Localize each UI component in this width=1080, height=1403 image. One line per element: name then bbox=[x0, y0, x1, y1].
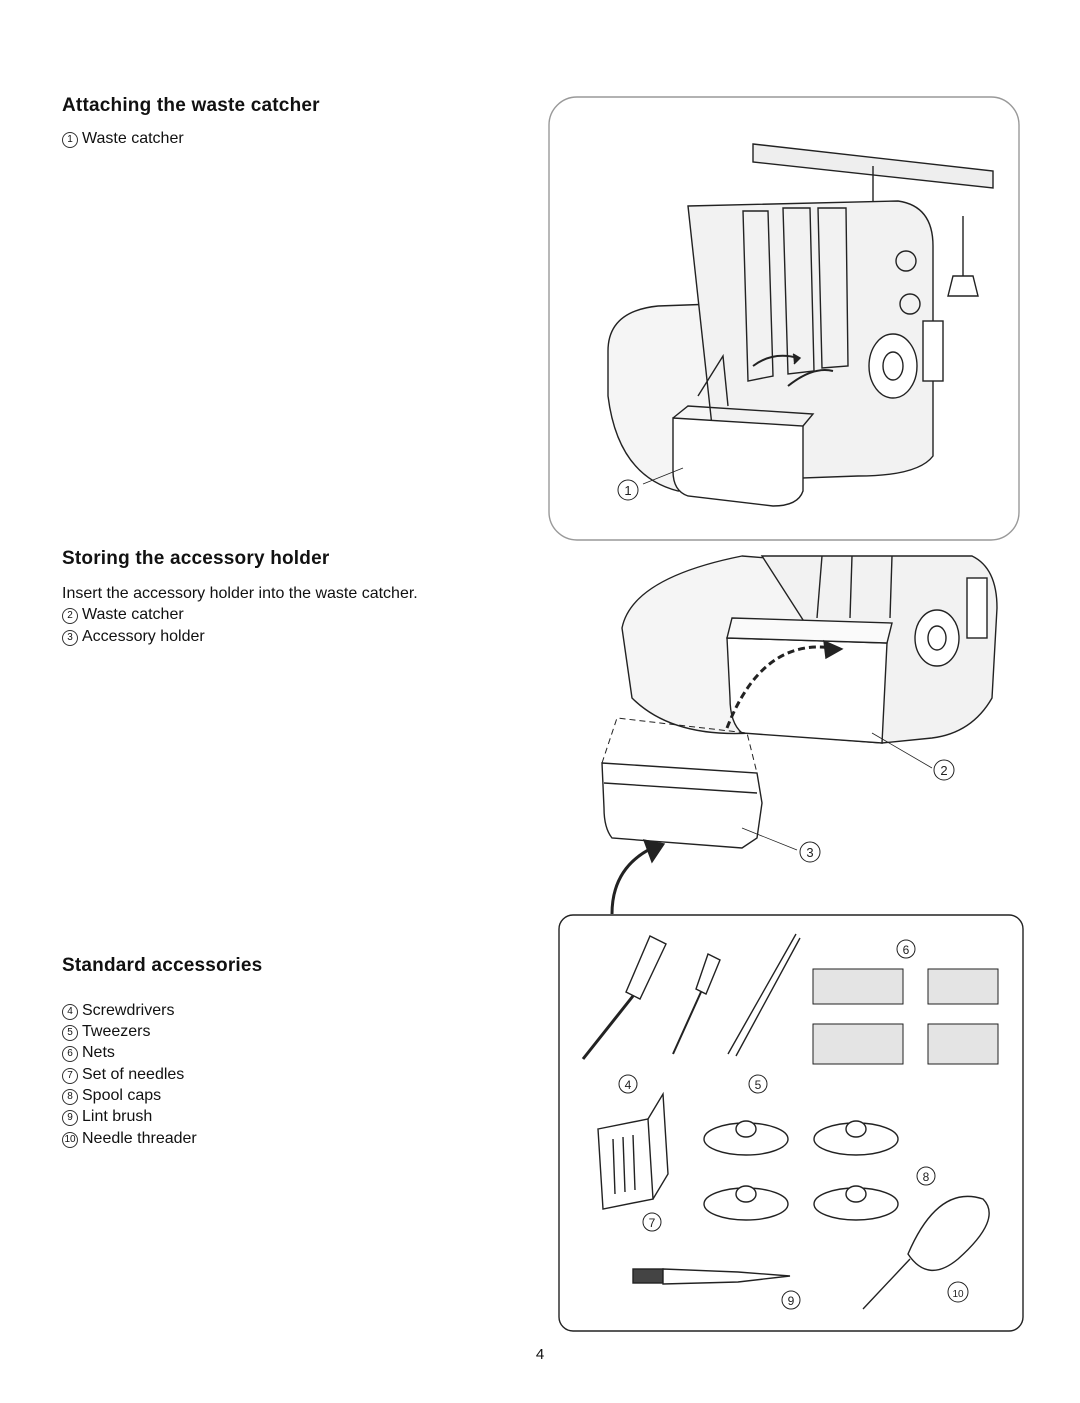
list-item-label: Lint brush bbox=[82, 1108, 153, 1125]
accessory-holder-illustration: 2 3 bbox=[592, 548, 1012, 918]
nets-icon bbox=[812, 968, 999, 1065]
list-item-label: Accessory holder bbox=[82, 628, 205, 645]
spool-caps-icon bbox=[703, 1120, 899, 1221]
section-title-accessory-holder: Storing the accessory holder bbox=[62, 548, 330, 569]
section-title-waste-catcher: Attaching the waste catcher bbox=[62, 95, 320, 116]
callout-number: 8 bbox=[62, 1089, 78, 1105]
screwdriver-small-icon bbox=[672, 953, 721, 1055]
list-item-label: Waste catcher bbox=[82, 130, 184, 147]
screwdriver-large-icon bbox=[581, 935, 667, 1060]
needle-threader-icon bbox=[862, 1195, 990, 1310]
list-item-label: Needle threader bbox=[82, 1130, 197, 1147]
svg-text:5: 5 bbox=[755, 1078, 762, 1092]
svg-text:2: 2 bbox=[940, 763, 947, 778]
callout-number: 2 bbox=[62, 608, 78, 624]
list-item-label: Spool caps bbox=[82, 1087, 162, 1104]
list-item-label: Set of needles bbox=[82, 1066, 185, 1083]
lint-brush-icon bbox=[632, 1268, 791, 1285]
svg-text:9: 9 bbox=[788, 1294, 795, 1308]
section-title-standard-accessories: Standard accessories bbox=[62, 955, 263, 976]
callout-number: 4 bbox=[62, 1004, 78, 1020]
svg-text:1: 1 bbox=[624, 483, 631, 498]
list-item-label: Waste catcher bbox=[82, 606, 184, 623]
page-number: 4 bbox=[535, 1346, 545, 1363]
list-item-label: Nets bbox=[82, 1044, 115, 1061]
svg-text:8: 8 bbox=[923, 1170, 930, 1184]
standard-accessories-illustration: 6 4 5 8 7 9 10 bbox=[558, 914, 1024, 1334]
svg-text:6: 6 bbox=[903, 943, 910, 957]
list-item-label: Screwdrivers bbox=[82, 1002, 175, 1019]
callout-number: 6 bbox=[62, 1046, 78, 1062]
callout-number: 1 bbox=[62, 132, 78, 148]
svg-text:3: 3 bbox=[806, 845, 813, 860]
svg-text:10: 10 bbox=[952, 1289, 964, 1300]
callout-number: 7 bbox=[62, 1068, 78, 1084]
callout-number: 3 bbox=[62, 630, 78, 646]
list-item-label: Tweezers bbox=[82, 1023, 151, 1040]
callout-number: 5 bbox=[62, 1025, 78, 1041]
waste-catcher-illustration: 1 bbox=[548, 96, 1020, 542]
svg-text:4: 4 bbox=[625, 1078, 632, 1092]
callout-number: 9 bbox=[62, 1110, 78, 1126]
tweezers-icon bbox=[727, 933, 801, 1057]
instruction-text: Insert the accessory holder into the was… bbox=[62, 585, 418, 602]
callout-number: 10 bbox=[62, 1132, 78, 1148]
svg-text:7: 7 bbox=[649, 1216, 656, 1230]
needle-set-icon bbox=[597, 1091, 669, 1210]
